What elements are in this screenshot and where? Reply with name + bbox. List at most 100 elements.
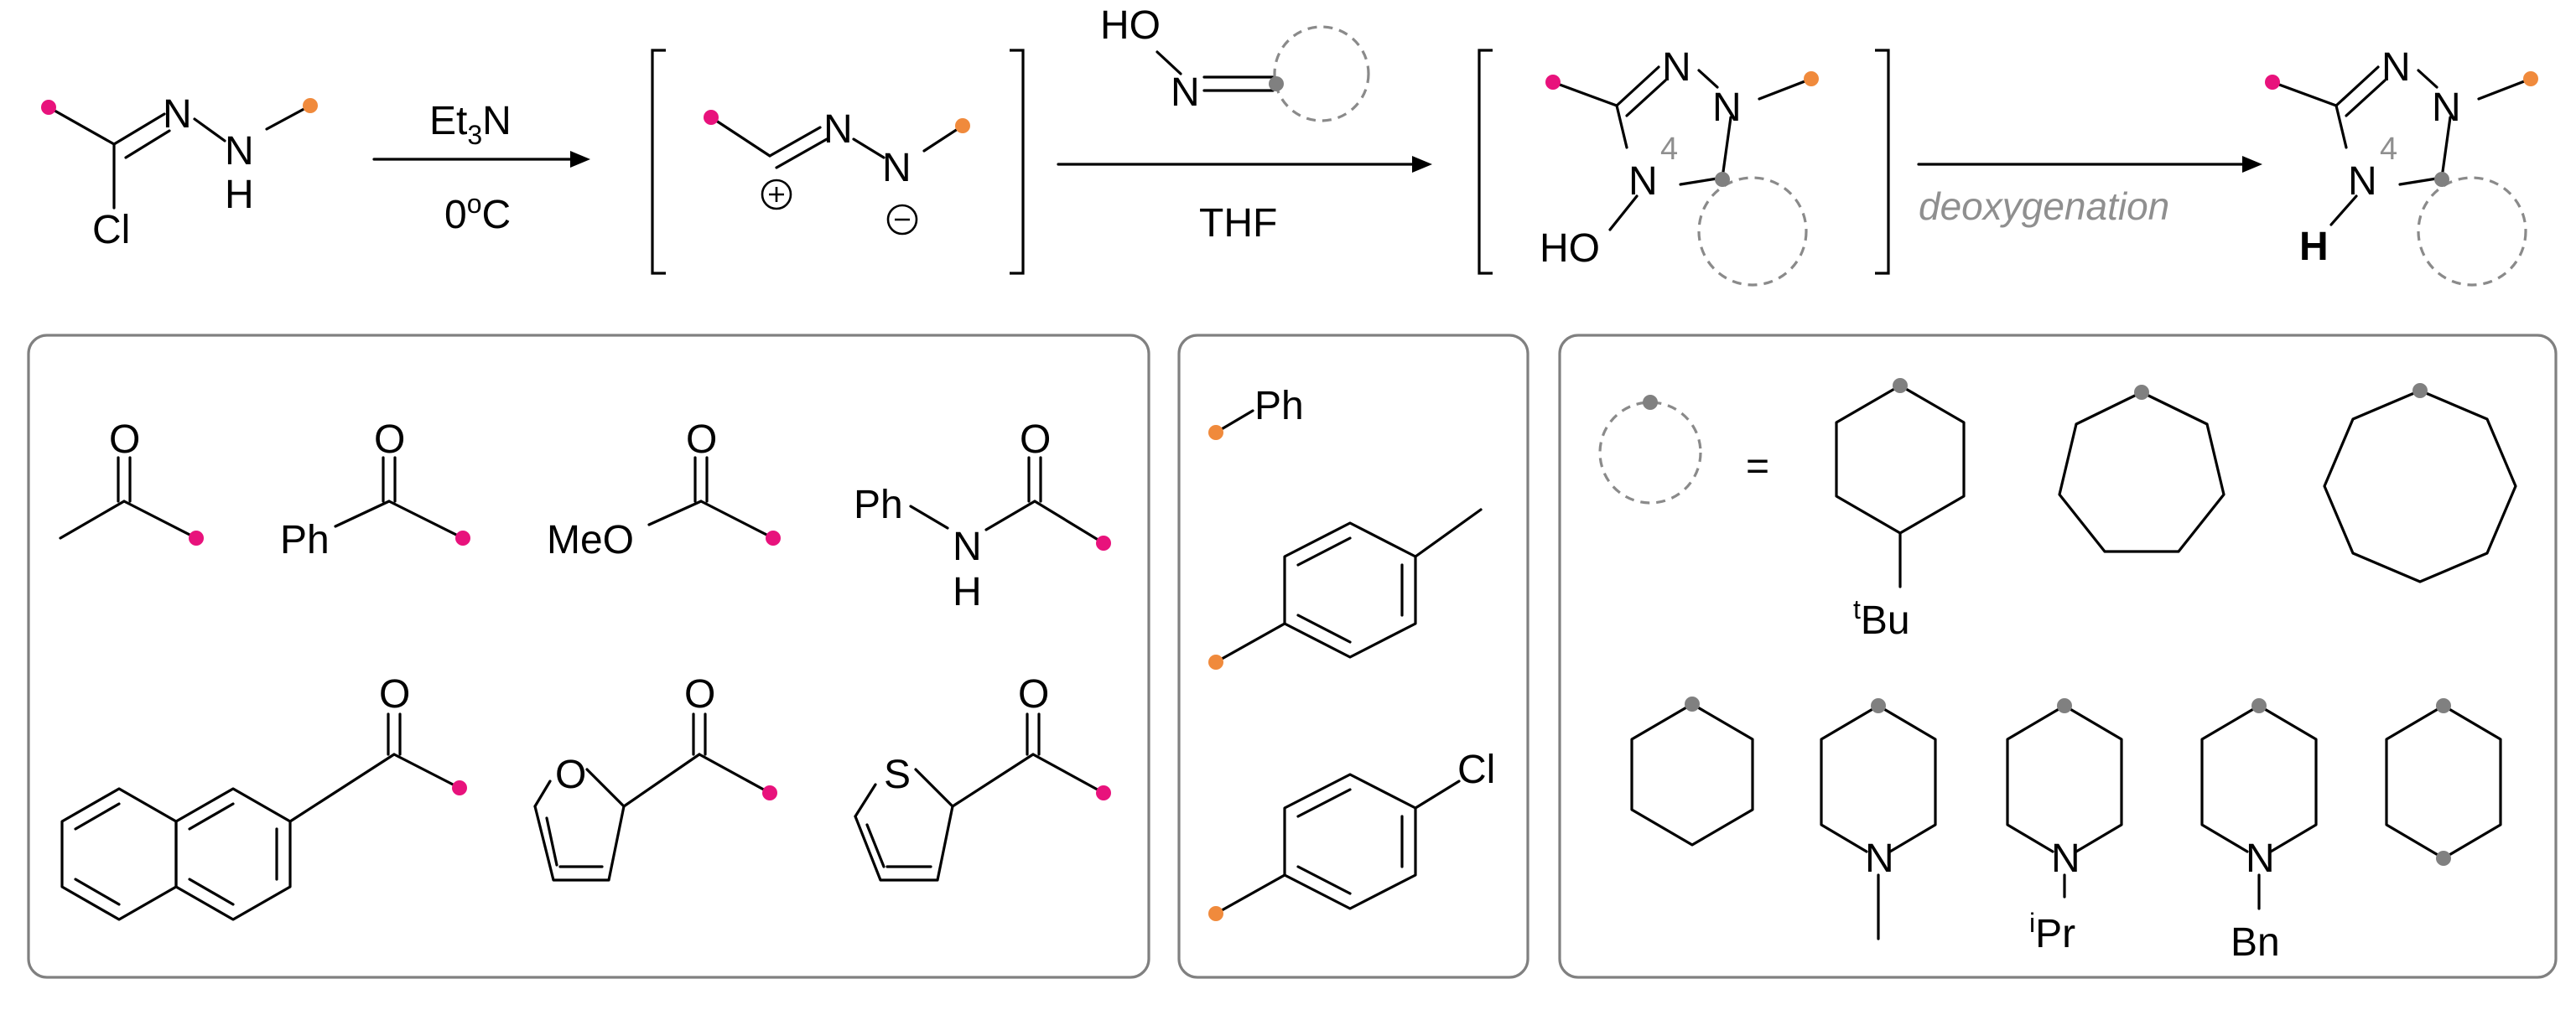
ring-n-methylpiperidine: N [1820,698,1937,940]
atom-o: O [684,672,715,717]
ring-cycloheptane [2058,385,2225,553]
r1-methoxycarbonyl: MeO O [547,417,781,562]
ring-n-benzylpiperidine: N Bn [2200,698,2318,965]
r2-dot [2523,71,2538,86]
atom-ho: HO [1540,226,1600,271]
ring-placeholder [1273,25,1370,122]
ring-cyclohexane-bis [2385,698,2502,866]
atom-n: N [2051,836,2080,881]
r2-phenyl: Ph [1208,384,1304,440]
r1-benzoyl: Ph O [280,417,470,562]
atom-h: H [225,173,254,217]
atom-cl: Cl [1457,748,1495,792]
atom-n: N [225,129,254,174]
atom-cl: Cl [92,208,130,252]
ring-dot [2057,698,2072,713]
r2-4-chlorophenyl: Cl [1208,748,1495,921]
atom-n: N [2246,836,2275,881]
atom-n: N [953,525,982,569]
r1-dot [704,110,719,125]
n-hydroxy-triazoline-intermediate: N N N 4 HO [1478,45,1890,287]
r1-2-thenoyl: S O [854,672,1111,882]
r1-dot [1545,75,1561,90]
plus-charge [761,179,792,210]
atom-n: N [1662,45,1691,90]
r1-dot [1096,785,1111,800]
r2-dot [1208,906,1223,921]
atom-n: N [2381,45,2411,90]
atom-o: O [374,417,405,462]
r1-phenylcarbamoyl: Ph N H O [854,417,1111,614]
ring-placeholder-legend: = [1598,395,1769,505]
ring-dot [1871,698,1886,713]
atom-o: O [1020,417,1051,462]
atom-meo: MeO [547,518,634,562]
tbu-label: Bu [1861,598,1910,643]
triazoline-product: N N N 4 H [2265,45,2538,287]
atom-o: O [686,417,717,462]
r2-dot [1804,71,1819,86]
solvent-thf: THF [1199,201,1277,246]
r2-dot [955,118,970,133]
r1-dot [189,531,204,546]
r1-2-naphthoyl: O [60,672,467,921]
r1-2-furoyl: O O [533,672,777,882]
ring-dot [2412,383,2428,398]
r1-dot [41,100,56,115]
ring-dot [1643,395,1658,410]
atom-o: O [379,672,410,717]
temperature: 0 [444,193,467,237]
panel-ring-scope [1558,334,2558,979]
ring-dot [2251,698,2267,713]
panel-r1-scope [27,334,1150,979]
svg-text:Et3N: Et3N [429,99,512,150]
atom-s: S [884,753,911,797]
reagent-et3n: Et [429,99,467,143]
ipr-superscript: i [2029,908,2035,938]
bn-label: Bn [2231,920,2280,965]
atom-n: N [1865,836,1894,881]
equals-sign: = [1746,444,1769,489]
ring-placeholder [2417,176,2527,287]
atom-h-bold: H [2299,225,2329,269]
panel-r2-scope [1177,334,1530,979]
arrow-step2: THF [1057,156,1432,246]
tbu-superscript: t [1853,594,1861,624]
svg-text:iPr: iPr [2029,908,2075,956]
ipr-label: Pr [2035,912,2075,956]
ring-n-isopropylpiperidine: N iPr [2006,698,2123,956]
atom-ho: HO [1100,3,1161,48]
nitrile-imine-intermediate: N N [651,49,1025,275]
ring-dot [1685,697,1700,712]
atom-n: N [2432,85,2461,130]
svg-text:tBu: tBu [1853,594,1910,643]
atom-n: N [1628,159,1658,204]
ring-cyclohexane [1630,697,1754,847]
r1-dot [762,785,777,800]
ring-dot [2134,385,2149,400]
atom-ph: Ph [854,483,903,527]
hydrazonoyl-chloride: N N H Cl [41,92,318,252]
oxime-reagent: HO N [1100,3,1370,122]
ring-position-label: 4 [1660,132,1678,167]
atom-o: O [555,753,586,797]
arrow-step3: deoxygenation [1917,156,2262,228]
ring-dot [2436,698,2451,713]
atom-n: N [1712,85,1742,130]
atom-ph: Ph [280,518,330,562]
atom-h: H [953,570,982,614]
r2-dot [303,98,318,113]
ring-placeholder [1697,176,1808,287]
r1-dot [452,780,467,795]
deoxygenation-label: deoxygenation [1919,184,2169,228]
ring-dot [1269,76,1284,91]
ring-dot [1893,378,1908,393]
atom-n: N [163,92,192,137]
svg-text:0oC: 0oC [444,189,511,237]
atom-ph: Ph [1254,384,1304,428]
atom-o: O [109,417,140,462]
r1-dot [1096,536,1111,551]
r2-dot [1208,425,1223,440]
arrow-step1: Et3N 0oC [372,99,590,237]
